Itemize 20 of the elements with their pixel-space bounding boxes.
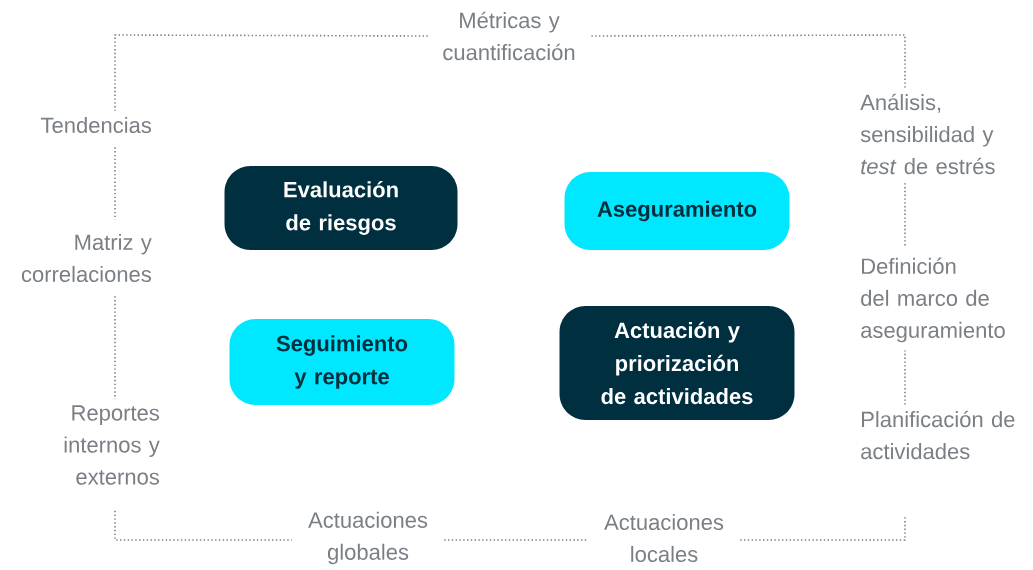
frame-label: Planificación de actividades [861, 410, 1015, 460]
process-box: Seguimiento y reporte [229, 319, 455, 405]
frame-label: Matriz y correlaciones [21, 233, 152, 283]
frame-label: Actuaciones locales [604, 513, 724, 563]
frame-label: Definición del marco de aseguramiento [861, 257, 1005, 343]
process-box: Aseguramiento [564, 172, 790, 250]
frame-label: Análisis, sensibilidad y test de estrés [860, 93, 995, 175]
process-box: Evaluación de riesgos [224, 166, 458, 250]
dotted-connector [114, 34, 429, 112]
frame-label: Métricas y cuantificación [443, 11, 575, 61]
frame-label: Tendencias [41, 116, 151, 134]
dotted-connector [739, 514, 906, 541]
dotted-connector [443, 539, 589, 541]
frame-label: Actuaciones globales [308, 511, 428, 565]
process-box: Actuación y priorización de actividades [559, 306, 795, 420]
dotted-connector [904, 181, 906, 247]
frame-label: Reportes internos y externos [64, 405, 160, 485]
dotted-connector [114, 510, 293, 541]
dotted-connector [114, 146, 116, 221]
dotted-connector [589, 34, 906, 89]
